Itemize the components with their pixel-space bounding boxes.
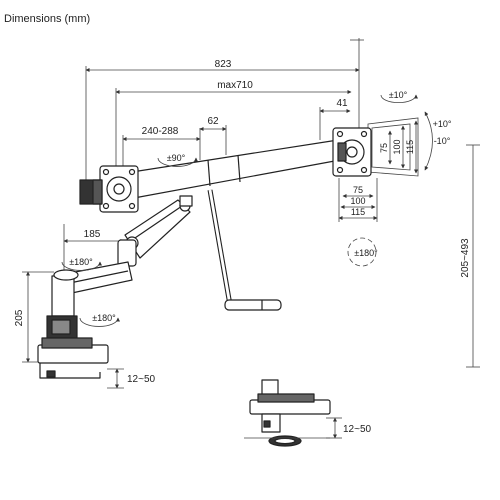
label-clamp-range-2: 12~50	[343, 424, 372, 435]
label-base-height: 205	[14, 309, 25, 326]
label-vesa-115-v: 115	[405, 140, 415, 154]
vesa-dimension-lines	[338, 111, 433, 222]
rotation-indicators	[61, 94, 418, 327]
label-tilt-down: -10°	[434, 136, 451, 146]
dimension-lines	[22, 38, 480, 439]
label-arm-depth: 185	[84, 229, 101, 240]
label-arm-range: 240-288	[142, 126, 179, 137]
dimension-labels: 823 max710 240-288 62 41 ±90° 185 ±180° …	[14, 59, 471, 435]
label-vesa-100-h: 100	[350, 196, 365, 206]
label-height-range: 205~493	[460, 238, 471, 278]
grommet-clamp	[249, 379, 331, 447]
label-tilt-top: ±10°	[389, 90, 408, 100]
pole	[51, 275, 75, 317]
label-swivel-a: ±180°	[69, 257, 93, 267]
crossbar	[131, 139, 341, 199]
label-vesa-100-v: 100	[392, 139, 402, 154]
label-tilt-up: +10°	[433, 119, 452, 129]
label-vesa-75-v: 75	[379, 143, 389, 153]
label-swivel-b: ±180°	[92, 313, 116, 323]
label-swivel-c: ±180°	[354, 248, 378, 258]
diagram-title: Dimensions (mm)	[4, 13, 90, 25]
label-vesa-115-h: 115	[351, 207, 365, 217]
label-clamp-range-1: 12~50	[127, 374, 156, 385]
label-vesa-75-h: 75	[353, 185, 363, 195]
label-head-offset: 41	[336, 98, 348, 109]
label-overall-width: 823	[215, 59, 232, 70]
label-pole-offset: 62	[207, 116, 219, 127]
label-rotate-90: ±90°	[167, 153, 186, 163]
monitor-arm-drawing	[37, 127, 372, 447]
handle-bar	[224, 299, 282, 311]
label-max-span: max710	[217, 80, 253, 91]
